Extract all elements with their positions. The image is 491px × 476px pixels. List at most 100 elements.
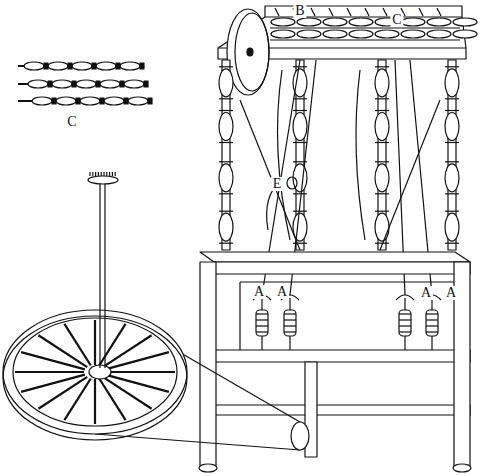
wheel-spoke (103, 377, 152, 409)
roller-detail (80, 97, 100, 105)
turned-column (219, 142, 233, 143)
roller-detail (48, 62, 68, 70)
wheel-shaft (104, 182, 105, 368)
wheel-shaft (88, 176, 118, 184)
drafting-rollers (323, 30, 347, 38)
threads (287, 177, 297, 189)
turned-column (445, 213, 459, 241)
spindle-bobbin (399, 313, 411, 314)
spindle-bobbin (256, 310, 268, 336)
crown-gear (112, 172, 113, 176)
turned-column (375, 161, 389, 162)
part-letter: A (419, 286, 433, 300)
turned-column (219, 193, 233, 194)
spindle-bobbin (284, 310, 296, 336)
threads (380, 100, 440, 250)
drafting-rollers (297, 30, 321, 38)
drafting-rollers (349, 18, 373, 26)
wheel-spoke (15, 320, 175, 424)
drafting-rollers (349, 30, 373, 38)
drafting-rollers (297, 18, 321, 26)
spindle-bobbin (256, 319, 268, 320)
spindle-bobbin (284, 331, 296, 332)
frame-base (240, 281, 455, 282)
spindle-bobbin (426, 310, 438, 336)
part-letter: B (293, 4, 306, 18)
turned-column (375, 110, 389, 111)
roller-detail (28, 80, 48, 88)
drafting-rollers (453, 18, 477, 26)
frame-base (214, 350, 470, 362)
frame-base (199, 252, 471, 472)
spindle-bobbin (256, 331, 268, 332)
crown-gear (89, 172, 90, 176)
crown-gear (95, 172, 96, 176)
turned-column (219, 161, 233, 162)
turned-column (375, 211, 389, 212)
wheel-shaft (88, 176, 118, 379)
wheel-spoke (105, 375, 169, 392)
roller-detail (56, 97, 76, 105)
roller-detail (120, 62, 140, 70)
frame-top (270, 39, 460, 40)
turned-column (219, 60, 459, 250)
threads (278, 70, 291, 240)
turned-column (219, 113, 233, 141)
turned-column (219, 69, 233, 97)
frame-base (453, 464, 471, 472)
crown-gear (90, 172, 115, 176)
roller-detail (24, 62, 44, 70)
wheel-spoke (106, 371, 175, 373)
wheel-spoke (94, 379, 96, 424)
drive-wheel (3, 310, 187, 440)
spindle-bobbin (399, 310, 411, 336)
drafting-rollers (427, 30, 451, 38)
part-letter: A (275, 285, 289, 299)
spindle-bobbin (256, 313, 268, 314)
spindle-bobbin (426, 319, 438, 320)
drafting-rollers (427, 18, 451, 26)
roller-detail (100, 80, 120, 88)
part-letter: E (271, 177, 284, 191)
spindle-bobbin (253, 295, 441, 350)
frame-base (214, 262, 470, 274)
drafting-rollers (401, 30, 425, 38)
crown-gear (115, 172, 116, 176)
roller-detail (104, 97, 124, 105)
roller-detail (52, 80, 72, 88)
turned-column (445, 66, 459, 67)
spindle-bobbin (426, 331, 438, 332)
spindle-bobbin (284, 319, 296, 320)
turned-column (219, 213, 233, 241)
turned-column (293, 110, 307, 111)
turned-column (445, 113, 459, 141)
drive-wheel (3, 316, 187, 440)
part-letter: C (65, 115, 78, 129)
threads (240, 100, 300, 250)
spindle-bobbin (426, 325, 438, 326)
crown-gear (101, 172, 102, 176)
turned-column (293, 142, 307, 143)
turned-column (293, 211, 307, 212)
drive-wheel (13, 318, 177, 426)
wheel-spoke (99, 324, 125, 366)
threads (356, 70, 365, 240)
wheel-spoke (38, 335, 87, 367)
crown-gear (92, 172, 93, 176)
wheel-shaft (99, 182, 100, 368)
roller-detail (96, 62, 116, 70)
part-letter: A (444, 286, 458, 300)
spindle-bobbin (256, 325, 268, 326)
drafting-rollers (329, 8, 333, 16)
drafting-rollers (383, 8, 387, 16)
roller-detail (72, 62, 92, 70)
pulley-disk (235, 13, 269, 91)
drafting-rollers (453, 30, 477, 38)
spindle-bobbin (284, 325, 296, 326)
roller-detail (144, 81, 148, 87)
turned-column (375, 113, 389, 141)
turned-column (445, 243, 459, 244)
turned-column (375, 142, 389, 143)
spindle-bobbin (284, 313, 296, 314)
